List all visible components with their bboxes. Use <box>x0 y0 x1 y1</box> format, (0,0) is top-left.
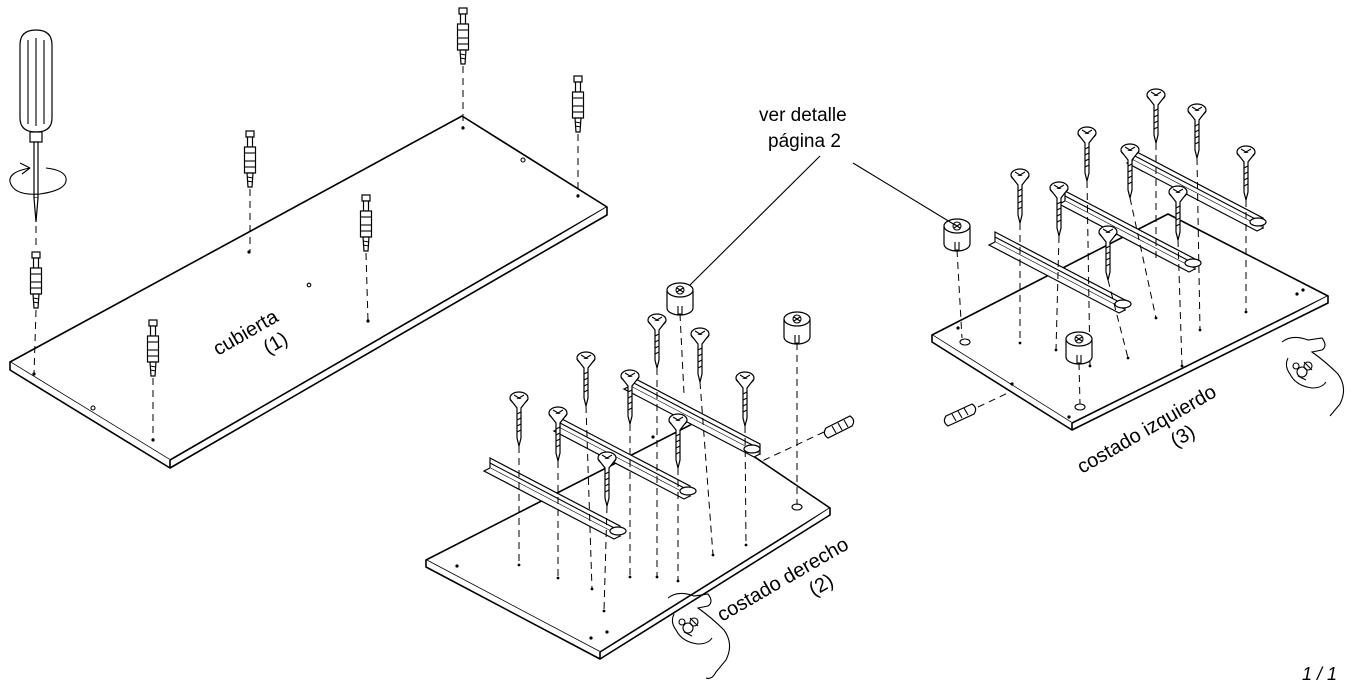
page-number: 1 / 1 <box>1302 664 1337 683</box>
rotation-arrow-icon <box>9 162 67 195</box>
panel-cubierta <box>9 115 608 469</box>
screw-icon <box>1077 126 1097 182</box>
rails-derecho <box>483 375 761 540</box>
bolt-icon <box>571 75 585 133</box>
screw-icon <box>1049 181 1069 237</box>
screws-derecho <box>509 313 755 612</box>
hand-pointer-icon <box>1281 336 1345 417</box>
hand-pointer-icon <box>667 592 731 679</box>
rail-icon <box>1126 149 1264 232</box>
screwdriver-icon <box>19 29 53 246</box>
cam-lock-icon <box>1065 331 1093 365</box>
dowel-icon <box>943 391 1011 427</box>
callout-leaders <box>689 155 956 286</box>
screw-icon <box>620 369 640 425</box>
cam-lock-icon <box>943 218 971 252</box>
screw-icon <box>1010 168 1030 224</box>
cubierta-bolts <box>29 7 585 440</box>
callout-ver-detalle: ver detalle página 2 <box>759 105 847 152</box>
screw-icon <box>576 351 596 407</box>
callout-line1: ver detalle <box>759 105 847 126</box>
screw-icon <box>735 371 755 427</box>
cam-lock-icon <box>783 311 811 345</box>
cam-lock-icon <box>666 282 694 316</box>
screw-icon <box>1236 145 1256 201</box>
rails-izquierdo <box>988 149 1267 314</box>
screw-icon <box>1120 143 1140 199</box>
screw-icon <box>1146 88 1166 144</box>
screws-izquierdo <box>1010 88 1256 367</box>
callout-line2: página 2 <box>768 131 841 152</box>
bolt-icon <box>456 7 470 65</box>
screw-icon <box>509 391 529 447</box>
screw-icon <box>1187 103 1207 159</box>
bolt-icon <box>29 251 43 309</box>
bolt-icon <box>243 130 257 188</box>
dowel-icon <box>759 415 855 463</box>
panel-costado-izquierdo <box>931 213 1329 431</box>
screw-icon <box>690 327 710 383</box>
cams-derecho <box>666 282 811 505</box>
screw-icon <box>647 313 667 369</box>
cams-izquierdo <box>943 218 1093 405</box>
